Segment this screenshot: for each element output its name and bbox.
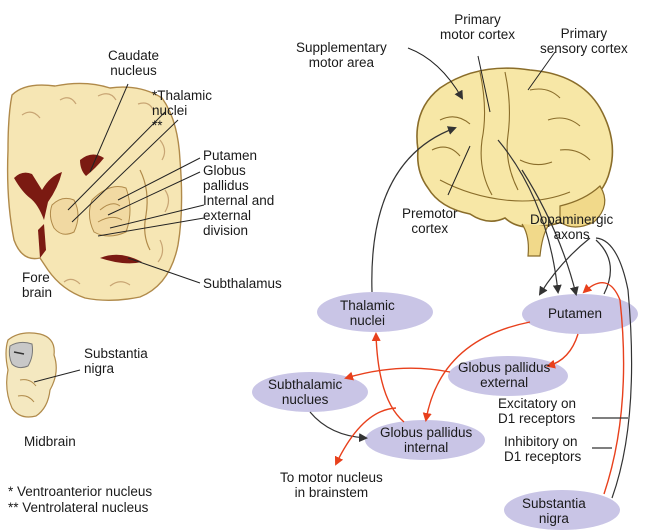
label-thalamic-nuclei-note: *Thalamic nuclei ** (152, 88, 212, 133)
label-substantia-nigra: Substantia nigra (522, 496, 586, 526)
footnote-ventrolateral: ** Ventrolateral nucleus (8, 500, 148, 515)
label-subthalamus: Subthalamus (203, 276, 282, 291)
label-excitatory-d1: Excitatory on D1 receptors (498, 396, 576, 426)
label-supplementary-motor-area: Supplementary motor area (296, 40, 387, 70)
label-thalamic-nuclei: Thalamic nuclei (340, 298, 395, 328)
label-putamen: Putamen (548, 306, 602, 321)
label-primary-motor-cortex: Primary motor cortex (440, 12, 515, 42)
label-dopaminergic-axons: Dopaminergic axons (530, 212, 613, 242)
label-to-motor-nucleus: To motor nucleus in brainstem (280, 470, 383, 500)
label-caudate-nucleus: Caudate nucleus (108, 48, 159, 78)
label-premotor-cortex: Premotor cortex (402, 206, 458, 236)
label-putamen-globus-pallidus: Putamen Globus pallidus Internal and ext… (203, 148, 274, 238)
footnote-ventroanterior: * Ventroanterior nucleus (8, 484, 152, 499)
label-primary-sensory-cortex: Primary sensory cortex (540, 26, 628, 56)
midbrain-tectum (9, 342, 32, 367)
midbrain-section (6, 333, 80, 417)
label-midbrain: Midbrain (24, 434, 76, 449)
label-gp-internal: Globus pallidus internal (380, 425, 472, 455)
label-fore-brain: Fore brain (22, 270, 52, 300)
label-substantia-nigra-midbrain: Substantia nigra (84, 346, 148, 376)
label-inhibitory-d1: Inhibitory on D1 receptors (504, 434, 581, 464)
label-gp-external: Globus pallidus external (458, 360, 550, 390)
label-subthalamic-nucleus: Subthalamic nuclues (268, 377, 342, 407)
